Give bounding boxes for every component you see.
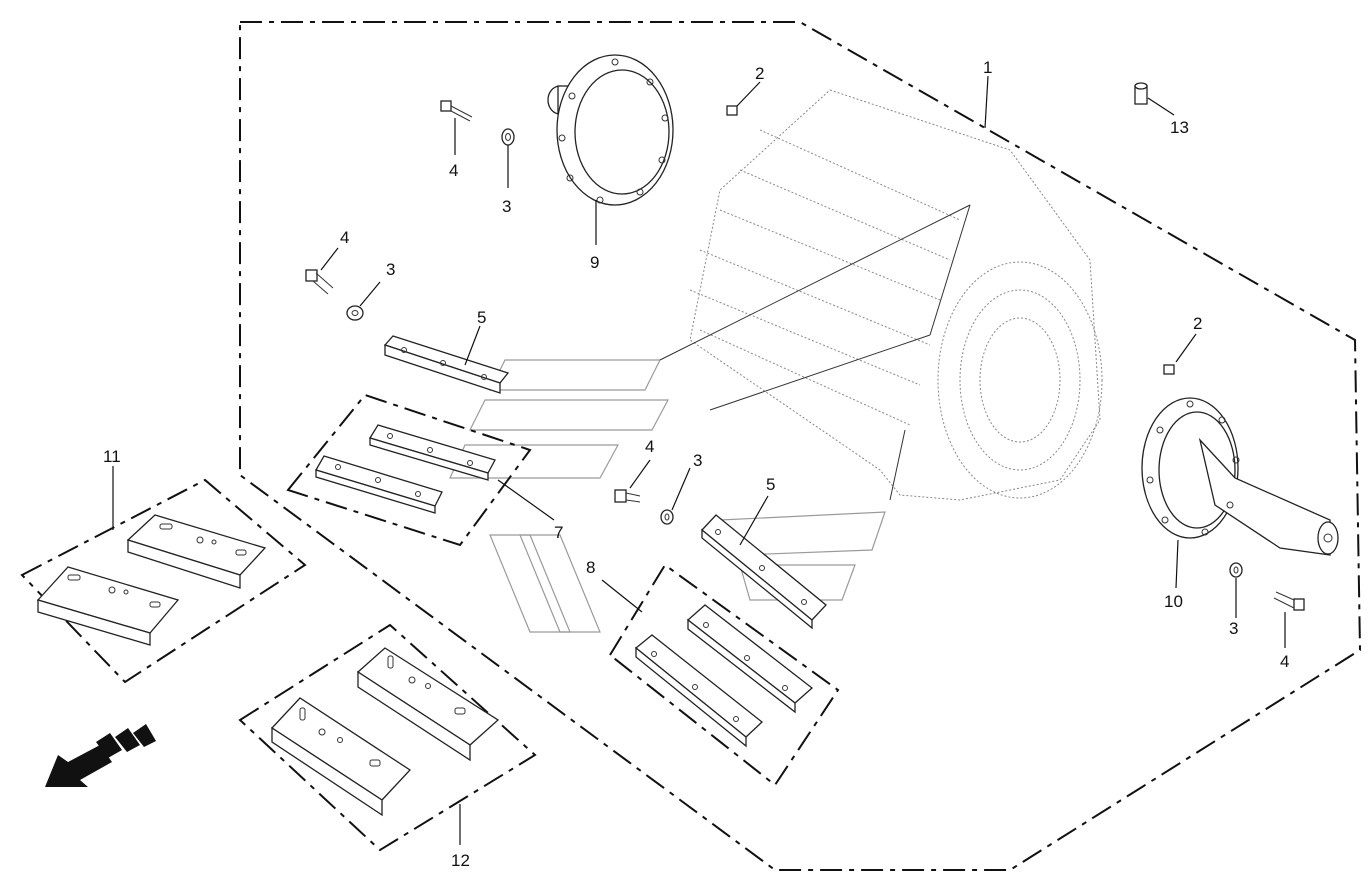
washer-part-3-top: [501, 128, 515, 146]
drum-ghost: [659, 89, 1103, 501]
callout-5: 5: [477, 308, 486, 327]
group-12-boundary: [238, 623, 537, 852]
blade-set-part-8: [634, 604, 814, 748]
assembly-1-boundary: [239, 21, 1362, 871]
callout-8: 8: [586, 558, 595, 577]
nut-part-2-right: [1163, 364, 1175, 375]
callout-4: 4: [1280, 652, 1289, 671]
direction-arrow-icon: [45, 724, 156, 787]
callout-7: 7: [554, 523, 563, 542]
knife-set-part-12: [270, 647, 500, 817]
knife-set-part-11: [36, 514, 267, 646]
callout-3: 3: [693, 451, 702, 470]
blade-part-5-center: [701, 514, 827, 630]
callout-12: 12: [451, 851, 470, 870]
callout-4: 4: [340, 228, 349, 247]
bolt-part-4-right: [1273, 591, 1305, 611]
callout-2: 2: [755, 64, 764, 83]
washer-part-3-right: [1229, 562, 1243, 578]
callout-13: 13: [1170, 118, 1189, 137]
callout-10: 10: [1164, 592, 1183, 611]
fitting-part-13: [1134, 82, 1148, 105]
callout-11: 11: [103, 447, 121, 466]
group-11-boundary: [20, 478, 307, 684]
watermark-logo: [449, 359, 886, 633]
blade-set-part-7: [315, 424, 496, 514]
bolt-part-4-center: [614, 489, 641, 503]
washer-part-3-left: [346, 305, 364, 321]
group-8-boundary: [608, 563, 840, 787]
blade-part-5-top: [383, 335, 510, 394]
flange-part-9: [547, 54, 674, 206]
callout-1: 1: [983, 58, 992, 77]
callout-9: 9: [590, 253, 599, 272]
callout-2: 2: [1193, 314, 1202, 333]
callout-3: 3: [502, 197, 511, 216]
callout-4: 4: [449, 161, 458, 180]
group-7-boundary: [286, 393, 532, 547]
callout-3: 3: [1229, 619, 1238, 638]
nut-part-2-top: [726, 105, 738, 116]
callout-4: 4: [645, 437, 654, 456]
leader-lines: [112, 75, 1286, 845]
bolt-part-4-top: [440, 100, 473, 122]
callout-labels: 1 2 2 3 3 3 3 4 4 4 4 5 5 7 8 9 10 11 12…: [103, 58, 1289, 870]
callout-3: 3: [386, 260, 395, 279]
bolt-part-4-left: [305, 269, 334, 295]
washer-part-3-center: [660, 509, 674, 525]
flange-shaft-part-10: [1141, 397, 1339, 556]
callout-5: 5: [766, 475, 775, 494]
